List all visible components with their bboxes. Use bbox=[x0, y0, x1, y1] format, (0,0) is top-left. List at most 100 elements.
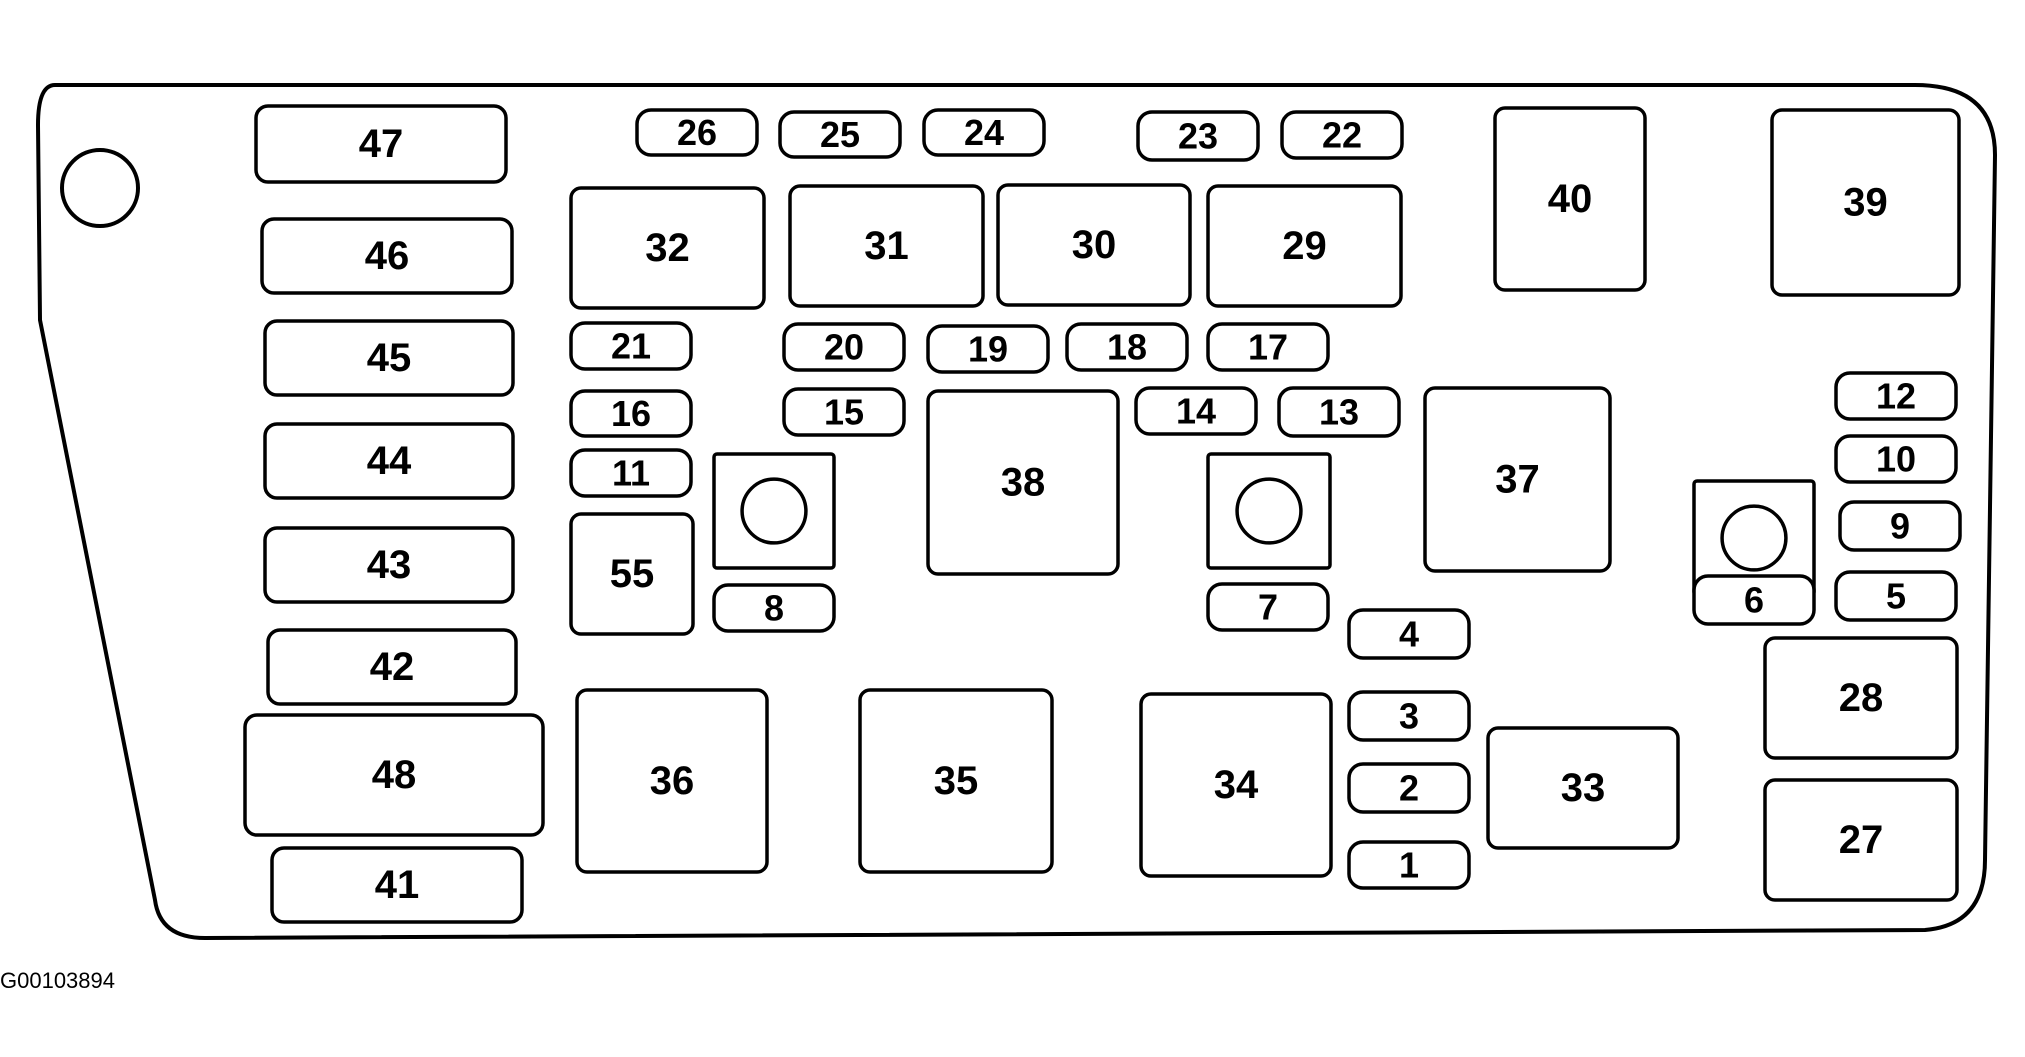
fuse-24: 24 bbox=[922, 108, 1046, 157]
fuse-43: 43 bbox=[263, 526, 515, 604]
fuse-17: 17 bbox=[1206, 322, 1330, 372]
fuse-16-label: 16 bbox=[611, 393, 651, 434]
bolt-stud-center-frame bbox=[1206, 452, 1332, 570]
fuse-41-slot bbox=[270, 846, 524, 924]
fuse-14-slot bbox=[1134, 386, 1258, 436]
fuse-45: 45 bbox=[263, 319, 515, 397]
fuse-20-label: 20 bbox=[824, 327, 864, 368]
fuse-37-slot bbox=[1423, 386, 1612, 573]
fuse-41: 41 bbox=[270, 846, 524, 924]
fuse-48-slot bbox=[243, 713, 545, 837]
fuse-35: 35 bbox=[858, 688, 1054, 874]
fuse-55-slot bbox=[569, 512, 695, 636]
bolt-stud-center-bolt bbox=[1235, 477, 1303, 545]
fuse-40-label: 40 bbox=[1548, 177, 1593, 221]
fuse-38: 38 bbox=[926, 389, 1120, 576]
fuse-44: 44 bbox=[263, 422, 515, 500]
fuse-34-slot bbox=[1139, 692, 1333, 878]
fuse-35-slot bbox=[858, 688, 1054, 874]
fuse-20-slot bbox=[782, 322, 906, 372]
fuse-37: 37 bbox=[1423, 386, 1612, 573]
fuse-31-label: 31 bbox=[864, 224, 909, 268]
fuse-22: 22 bbox=[1280, 110, 1404, 160]
fuse-15-label: 15 bbox=[824, 392, 864, 433]
fuse-7-slot bbox=[1206, 582, 1330, 632]
fuse-18-slot bbox=[1065, 322, 1189, 372]
fuse-45-slot bbox=[263, 319, 515, 397]
fuse-3-label: 3 bbox=[1399, 696, 1419, 737]
fuse-32-slot bbox=[569, 186, 766, 310]
fuse-29-label: 29 bbox=[1282, 224, 1327, 268]
diagram-code: G00103894 bbox=[0, 968, 115, 993]
fuse-31-slot bbox=[788, 184, 985, 308]
fuse-30: 30 bbox=[996, 183, 1192, 307]
fuse-19: 19 bbox=[926, 324, 1050, 374]
fuse-5: 5 bbox=[1834, 570, 1958, 622]
fuse-5-label: 5 bbox=[1886, 576, 1906, 617]
fuse-25: 25 bbox=[778, 110, 902, 159]
fuse-27-label: 27 bbox=[1839, 818, 1884, 862]
fuse-12-label: 12 bbox=[1876, 376, 1916, 417]
fuse-8: 8 bbox=[712, 583, 836, 633]
fuse-2: 2 bbox=[1347, 762, 1471, 814]
fuse-47-label: 47 bbox=[359, 122, 404, 166]
fuse-18-label: 18 bbox=[1107, 327, 1147, 368]
fuse-23-label: 23 bbox=[1178, 116, 1218, 157]
fuse-11: 11 bbox=[569, 448, 693, 498]
bolt-stud-right-bolt bbox=[1720, 504, 1788, 572]
fuse-40-slot bbox=[1493, 106, 1647, 292]
fuse-28-label: 28 bbox=[1839, 676, 1884, 720]
fuse-22-label: 22 bbox=[1322, 115, 1362, 156]
fuse-15-slot bbox=[782, 387, 906, 437]
fuse-24-label: 24 bbox=[964, 112, 1004, 153]
fuse-39-label: 39 bbox=[1843, 181, 1888, 225]
fuse-19-label: 19 bbox=[968, 329, 1008, 370]
fuse-3: 3 bbox=[1347, 690, 1471, 742]
fuse-7: 7 bbox=[1206, 582, 1330, 632]
fuse-44-label: 44 bbox=[367, 439, 412, 483]
fuse-55-label: 55 bbox=[610, 552, 655, 596]
fuse-13-slot bbox=[1277, 386, 1401, 438]
fuse-47: 47 bbox=[254, 104, 508, 184]
fuse-4-label: 4 bbox=[1399, 614, 1419, 655]
mounting-hole bbox=[60, 148, 140, 228]
fuse-39: 39 bbox=[1770, 108, 1961, 297]
fuse-4-slot bbox=[1347, 608, 1471, 660]
fuse-25-slot bbox=[778, 110, 902, 159]
fuse-9-slot bbox=[1838, 500, 1962, 552]
fuse-17-label: 17 bbox=[1248, 327, 1288, 368]
fuse-33-slot bbox=[1486, 726, 1680, 850]
fuse-38-slot bbox=[926, 389, 1120, 576]
fuse-11-label: 11 bbox=[612, 453, 650, 494]
fuse-1-label: 1 bbox=[1399, 845, 1419, 886]
fuse-5-slot bbox=[1834, 570, 1958, 622]
fuse-12-slot bbox=[1834, 371, 1958, 421]
fuse-34: 34 bbox=[1139, 692, 1333, 878]
fuse-19-slot bbox=[926, 324, 1050, 374]
fuse-35-label: 35 bbox=[934, 759, 979, 803]
fuse-36: 36 bbox=[575, 688, 769, 874]
fuse-34-label: 34 bbox=[1214, 763, 1259, 807]
fuse-8-label: 8 bbox=[764, 588, 784, 629]
bolt-stud-left bbox=[712, 452, 836, 570]
fuse-48-label: 48 bbox=[372, 753, 417, 797]
fuse-24-slot bbox=[922, 108, 1046, 157]
fuse-43-label: 43 bbox=[367, 543, 412, 587]
fuse-36-slot bbox=[575, 688, 769, 874]
fuse-55: 55 bbox=[569, 512, 695, 636]
fuse-29: 29 bbox=[1206, 184, 1403, 308]
bolt-stud-left-frame bbox=[712, 452, 836, 570]
fuse-23-slot bbox=[1136, 110, 1260, 162]
fuse-42-slot bbox=[266, 628, 518, 706]
fuse-40: 40 bbox=[1493, 106, 1647, 292]
fuse-13: 13 bbox=[1277, 386, 1401, 438]
fuse-30-slot bbox=[996, 183, 1192, 307]
fuse-10-slot bbox=[1834, 434, 1958, 484]
bolt-stud-left-bolt bbox=[740, 477, 808, 545]
fuse-10-label: 10 bbox=[1876, 439, 1916, 480]
fuse-36-label: 36 bbox=[650, 759, 695, 803]
fuse-33-label: 33 bbox=[1561, 766, 1606, 810]
fuse-14: 14 bbox=[1134, 386, 1258, 436]
